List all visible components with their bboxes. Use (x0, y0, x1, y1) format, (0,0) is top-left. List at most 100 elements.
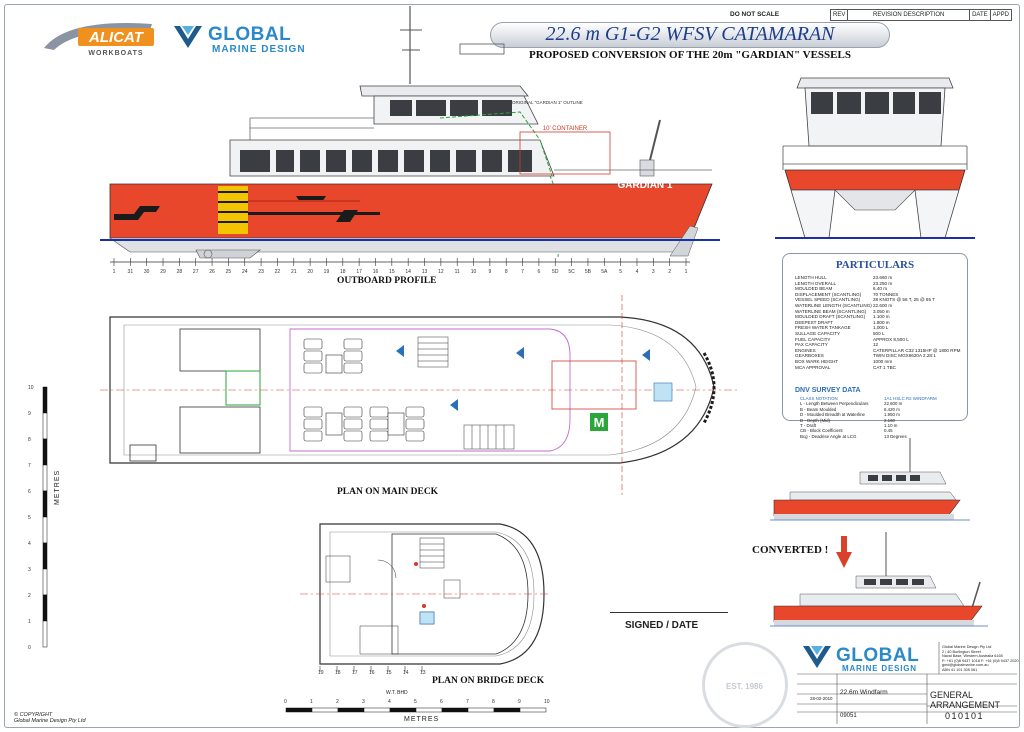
particulars-value: APPROX 8,500 L (873, 336, 909, 342)
horizontal-scale-bar (285, 707, 547, 713)
scale-segment (467, 707, 495, 713)
particulars-value: 6.40 m (873, 286, 888, 292)
scale-tick-label: 7 (28, 463, 31, 469)
rev-desc-col: REVISION DESCRIPTION (848, 10, 971, 20)
scale-segment (285, 707, 313, 713)
frame-number: 28 (177, 269, 183, 275)
frame-number: 16 (373, 269, 379, 275)
frame-number: 30 (144, 269, 150, 275)
dnv-key: T - Draft (800, 423, 817, 429)
particulars-value: 1,000 L (873, 325, 889, 331)
frame-number: 26 (209, 269, 215, 275)
gmd-chevron-icon (174, 26, 202, 48)
scale-tick-label: 4 (28, 541, 31, 547)
frame-number: 4 (636, 269, 639, 275)
particulars-title: PARTICULARS (835, 259, 915, 271)
original-vessel-render (770, 438, 970, 521)
down-arrow-icon (836, 536, 852, 568)
frame-number: 5D (552, 269, 559, 275)
particulars-key: LENGTH HULL (795, 275, 827, 280)
horizontal-scale-unit: METRES (404, 716, 440, 723)
scale-segment (311, 707, 339, 713)
do-not-scale-note: DO NOT SCALE (730, 11, 780, 18)
address-line: ABN 41 101 305 061 (942, 667, 978, 672)
title-block-grid (797, 642, 1017, 724)
frame-number: 5C (568, 269, 575, 275)
dnv-row: L - Length Between Perpendiculars 22.600 … (800, 401, 965, 406)
frame-number: 5B (585, 269, 592, 275)
dnv-row: Bcg - Deadrise Angle at LCG 13 Degrees (800, 434, 965, 439)
frame-number: 20 (307, 269, 313, 275)
particulars-row: DISPLACEMENT (SCANTLING)70 TONNES (795, 292, 965, 298)
frame-number: 7 (521, 269, 524, 275)
outboard-profile-drawing: 10' CONTAINER ORIGINAL "GARDIAN 1" OUTLI… (100, 6, 720, 275)
title-block-chevron-icon (803, 646, 831, 668)
particulars-value: 500 L (873, 330, 885, 336)
scale-tick-label: 8 (492, 699, 495, 705)
scale-tick-label: 2 (28, 593, 31, 599)
frame-number: 11 (455, 269, 460, 275)
title-block-address: Global Marine Design Pty Ltd 2 / 40 Burl… (942, 645, 1019, 673)
vertical-scale-bar (42, 386, 48, 648)
drawing-border (4, 4, 1020, 728)
frame-number: 18 (340, 269, 346, 275)
scale-segment (363, 707, 391, 713)
scale-segment (337, 707, 365, 713)
particulars-key: MOULDED BEAM (795, 286, 833, 292)
particulars-key: BOX WARK HEIGHT (795, 358, 839, 364)
scale-segment (519, 707, 547, 713)
alicat-logo-sub: WORKBOATS (88, 50, 143, 57)
main-deck-plan-drawing: M (100, 295, 740, 495)
scale-tick-label: 9 (28, 411, 31, 417)
particulars-row: MOULDED BEAM 6.40 m (795, 286, 965, 292)
scale-segment (493, 707, 521, 713)
scale-segment (389, 707, 417, 713)
dnv-key: L - Length Between Perpendiculars (800, 401, 869, 407)
frame-number: 29 (160, 269, 166, 275)
title-block-title-line2: ARRANGEMENT (930, 700, 1001, 710)
particulars-value: CAT 1 TBC (873, 364, 896, 370)
dnv-value: 22.600 m (884, 401, 903, 407)
frame-number: 12 (438, 269, 444, 275)
frame-number: 1 (685, 269, 688, 275)
particulars-value: CATERPILLAR C32 1315HP @ 1800 RPM (873, 347, 961, 353)
scale-segment (42, 386, 48, 414)
title-block-drawing-no: 010101 (945, 711, 985, 721)
particulars-value: 23.660 m (873, 275, 893, 280)
frame-number: 6 (538, 269, 541, 275)
scale-segment (42, 542, 48, 570)
alicat-logo-text: ALICAT (88, 29, 145, 46)
title-block-client: 22.6m Windfarm (840, 689, 888, 696)
scale-tick-label: 3 (362, 699, 365, 705)
frame-number: 1 (113, 269, 116, 275)
scale-tick-label: 2 (336, 699, 339, 705)
svg-text:M: M (594, 415, 605, 430)
dnv-header-cell: 1A1 HSLC R2 WINDFARM (884, 396, 937, 401)
dnv-key: Bcg - Deadrise Angle at LCG (800, 433, 857, 439)
particulars-key: VESSEL SPEED (SCANTLING) (795, 297, 861, 303)
particulars-row: WATERLINE LENGTH (SCANTLING)22.600 m (795, 303, 965, 309)
frame-number: 15 (389, 269, 395, 275)
frame-number: 27 (193, 269, 199, 275)
frame-number: 22 (275, 269, 281, 275)
frame-number: 14 (405, 269, 411, 275)
alicat-logo: ALICAT WORKBOATS (44, 23, 154, 57)
particulars-row: FUEL CAPACITY APPROX 8,500 L (795, 337, 965, 343)
bridge-deck-plan-label: PLAN ON BRIDGE DECK (432, 676, 545, 686)
particulars-key: FUEL CAPACITY (795, 336, 831, 342)
scale-tick-label: 4 (388, 699, 391, 705)
frame-number: 13 (422, 269, 428, 275)
dnv-key: D - Moulded Breadth at Waterline (800, 412, 865, 418)
frame-number: 21 (291, 269, 297, 275)
dnv-value: 13 Degrees (884, 433, 907, 439)
copyright-line2: Global Marine Design Pty Ltd (14, 718, 86, 724)
scale-tick-label: 0 (28, 645, 31, 651)
